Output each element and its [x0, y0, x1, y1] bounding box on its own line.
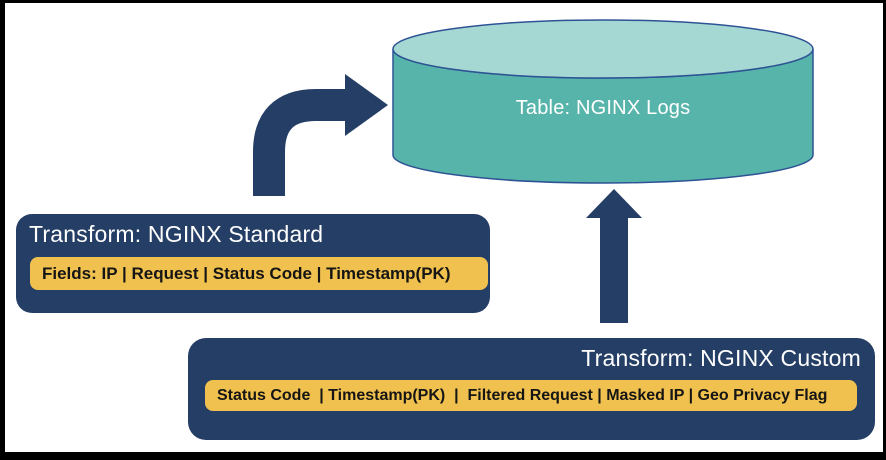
transform-custom-box: Transform: NGINX Custom Status Code | Ti… [188, 338, 875, 440]
transform-custom-title: Transform: NGINX Custom [581, 345, 861, 371]
curved-arrow-head-icon [345, 74, 388, 136]
up-arrow-icon [586, 189, 642, 323]
database-cylinder-icon [392, 19, 814, 184]
curved-arrow-shaft [253, 89, 347, 196]
transform-standard-box: Transform: NGINX Standard Fields: IP | R… [16, 214, 490, 313]
table-label: Table: NGINX Logs [515, 97, 691, 119]
curved-arrow [253, 74, 388, 196]
transform-standard-title: Transform: NGINX Standard [29, 221, 324, 247]
transform-standard-fields-bar: Fields: IP | Request | Status Code | Tim… [30, 257, 488, 290]
transform-custom-fields-bar: Status Code | Timestamp(PK) | Filtered R… [205, 380, 857, 411]
cylinder-top [392, 19, 814, 79]
